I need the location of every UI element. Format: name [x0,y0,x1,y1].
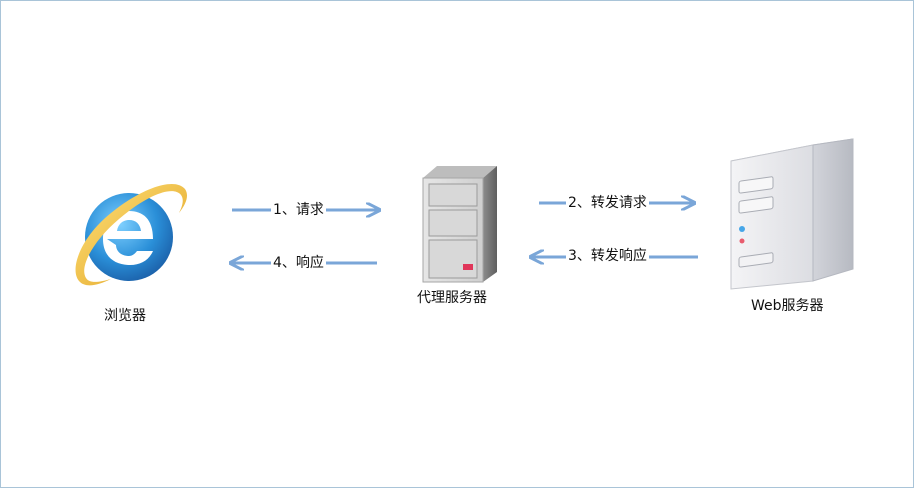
edge-label-request: 1、请求 [271,202,326,218]
browser-e-icon [75,183,187,286]
edge-label-forward-response: 3、转发响应 [566,248,649,264]
proxy-label: 代理服务器 [417,290,487,306]
edge-label-forward-request: 2、转发请求 [566,195,649,211]
browser-label: 浏览器 [104,308,146,324]
web-server-icon [730,138,854,290]
edge-label-response: 4、响应 [271,255,326,271]
proxy-server-icon [422,166,497,283]
web-server-label: Web服务器 [751,298,824,314]
